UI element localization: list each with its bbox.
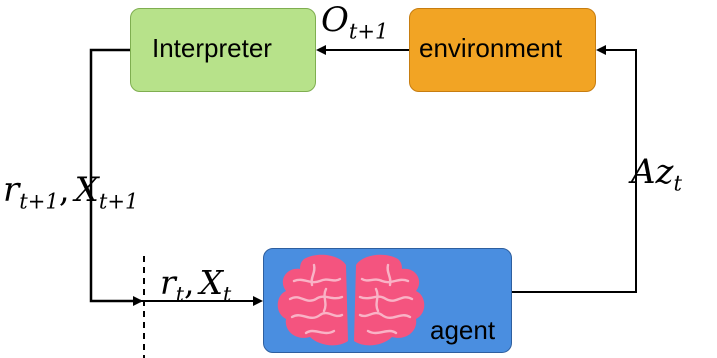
action-wire	[512, 45, 637, 293]
current-state-symbol: X	[199, 263, 224, 302]
current-reward-subscript: t	[175, 282, 184, 307]
feedback-wire	[89, 48, 143, 306]
current-reward-label: rt,Xt	[160, 263, 231, 304]
action-subscript: t	[673, 170, 682, 196]
next-reward-label: rt+1,Xt+1	[3, 170, 139, 214]
brain-icon	[277, 254, 425, 346]
next-reward-subscript: t+1	[19, 188, 59, 214]
current-reward-separator: ,	[184, 263, 195, 302]
current-state-subscript: t	[223, 282, 232, 307]
action-symbol: Az	[631, 152, 674, 192]
interpreter-box	[130, 8, 316, 92]
observation-subscript: t+1	[348, 18, 389, 44]
observation-label: Ot+1	[321, 0, 389, 44]
next-state-symbol: X	[74, 170, 99, 210]
interpreter-label: Interpreter	[152, 33, 272, 63]
current-reward-symbol: r	[160, 263, 176, 302]
agent-box	[263, 248, 512, 353]
environment-box	[409, 8, 596, 92]
observation-symbol: O	[321, 0, 349, 40]
environment-label: environment	[419, 33, 563, 63]
next-state-subscript: t+1	[98, 188, 139, 214]
next-reward-symbol: r	[3, 170, 20, 210]
action-label: Azt	[631, 152, 682, 196]
agent-label: agent	[430, 315, 496, 345]
next-reward-separator: ,	[58, 170, 70, 210]
